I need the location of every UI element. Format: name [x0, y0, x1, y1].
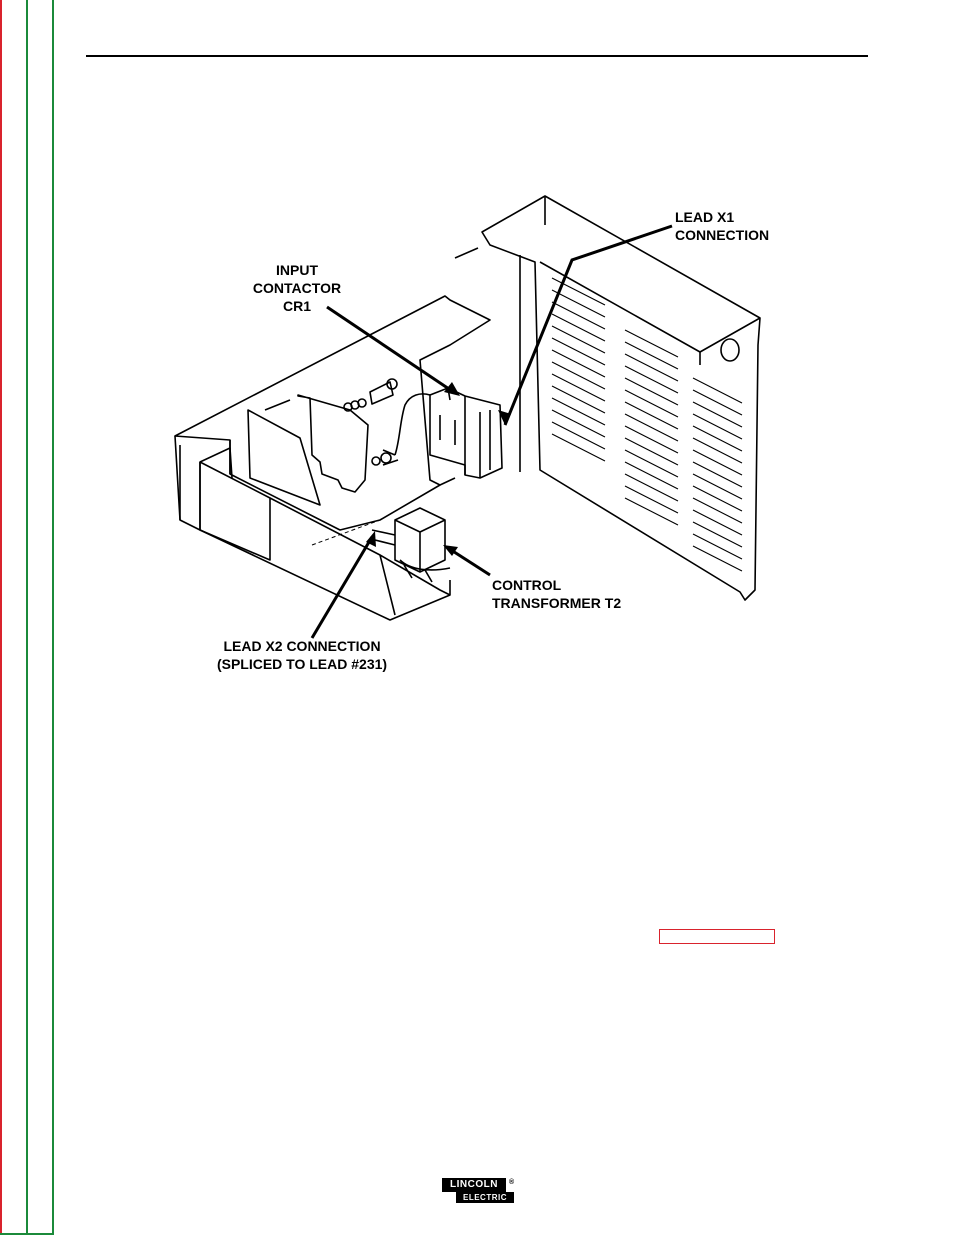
label-lead-x1-line1: LEAD X1: [675, 208, 769, 226]
label-input-contactor-line1: INPUT: [246, 261, 348, 279]
louver-column-1: [552, 278, 605, 461]
label-input-contactor-line2: CONTACTOR: [246, 279, 348, 297]
leader-input-contactor: [327, 307, 455, 393]
logo-top-text: LINCOLN: [442, 1178, 506, 1192]
insulator-board: [248, 410, 320, 505]
louver-column-3: [693, 378, 742, 571]
mounting-plate: [298, 395, 368, 492]
lincoln-electric-logo: LINCOLN ELECTRIC ®: [442, 1178, 520, 1204]
side-cover-panel: [482, 196, 760, 600]
label-control-transformer: CONTROL TRANSFORMER T2: [492, 576, 621, 612]
louver-column-2: [625, 330, 678, 525]
label-lead-x2-line1: LEAD X2 CONNECTION: [206, 637, 398, 655]
label-input-contactor-line3: CR1: [246, 297, 348, 315]
logo-bottom-text: ELECTRIC: [456, 1192, 514, 1203]
link-box[interactable]: [659, 929, 775, 944]
label-lead-x2: LEAD X2 CONNECTION (SPLICED TO LEAD #231…: [206, 637, 398, 673]
label-lead-x1: LEAD X1 CONNECTION: [675, 208, 769, 244]
label-lead-x2-line2: (SPLICED TO LEAD #231): [206, 655, 398, 673]
base-tray: [175, 296, 490, 530]
leader-lead-x1: [505, 226, 672, 425]
label-control-transformer-line2: TRANSFORMER T2: [492, 594, 621, 612]
label-control-transformer-line1: CONTROL: [492, 576, 621, 594]
logo-registered-mark: ®: [509, 1179, 514, 1186]
label-input-contactor: INPUT CONTACTOR CR1: [246, 261, 348, 315]
label-lead-x1-line2: CONNECTION: [675, 226, 769, 244]
